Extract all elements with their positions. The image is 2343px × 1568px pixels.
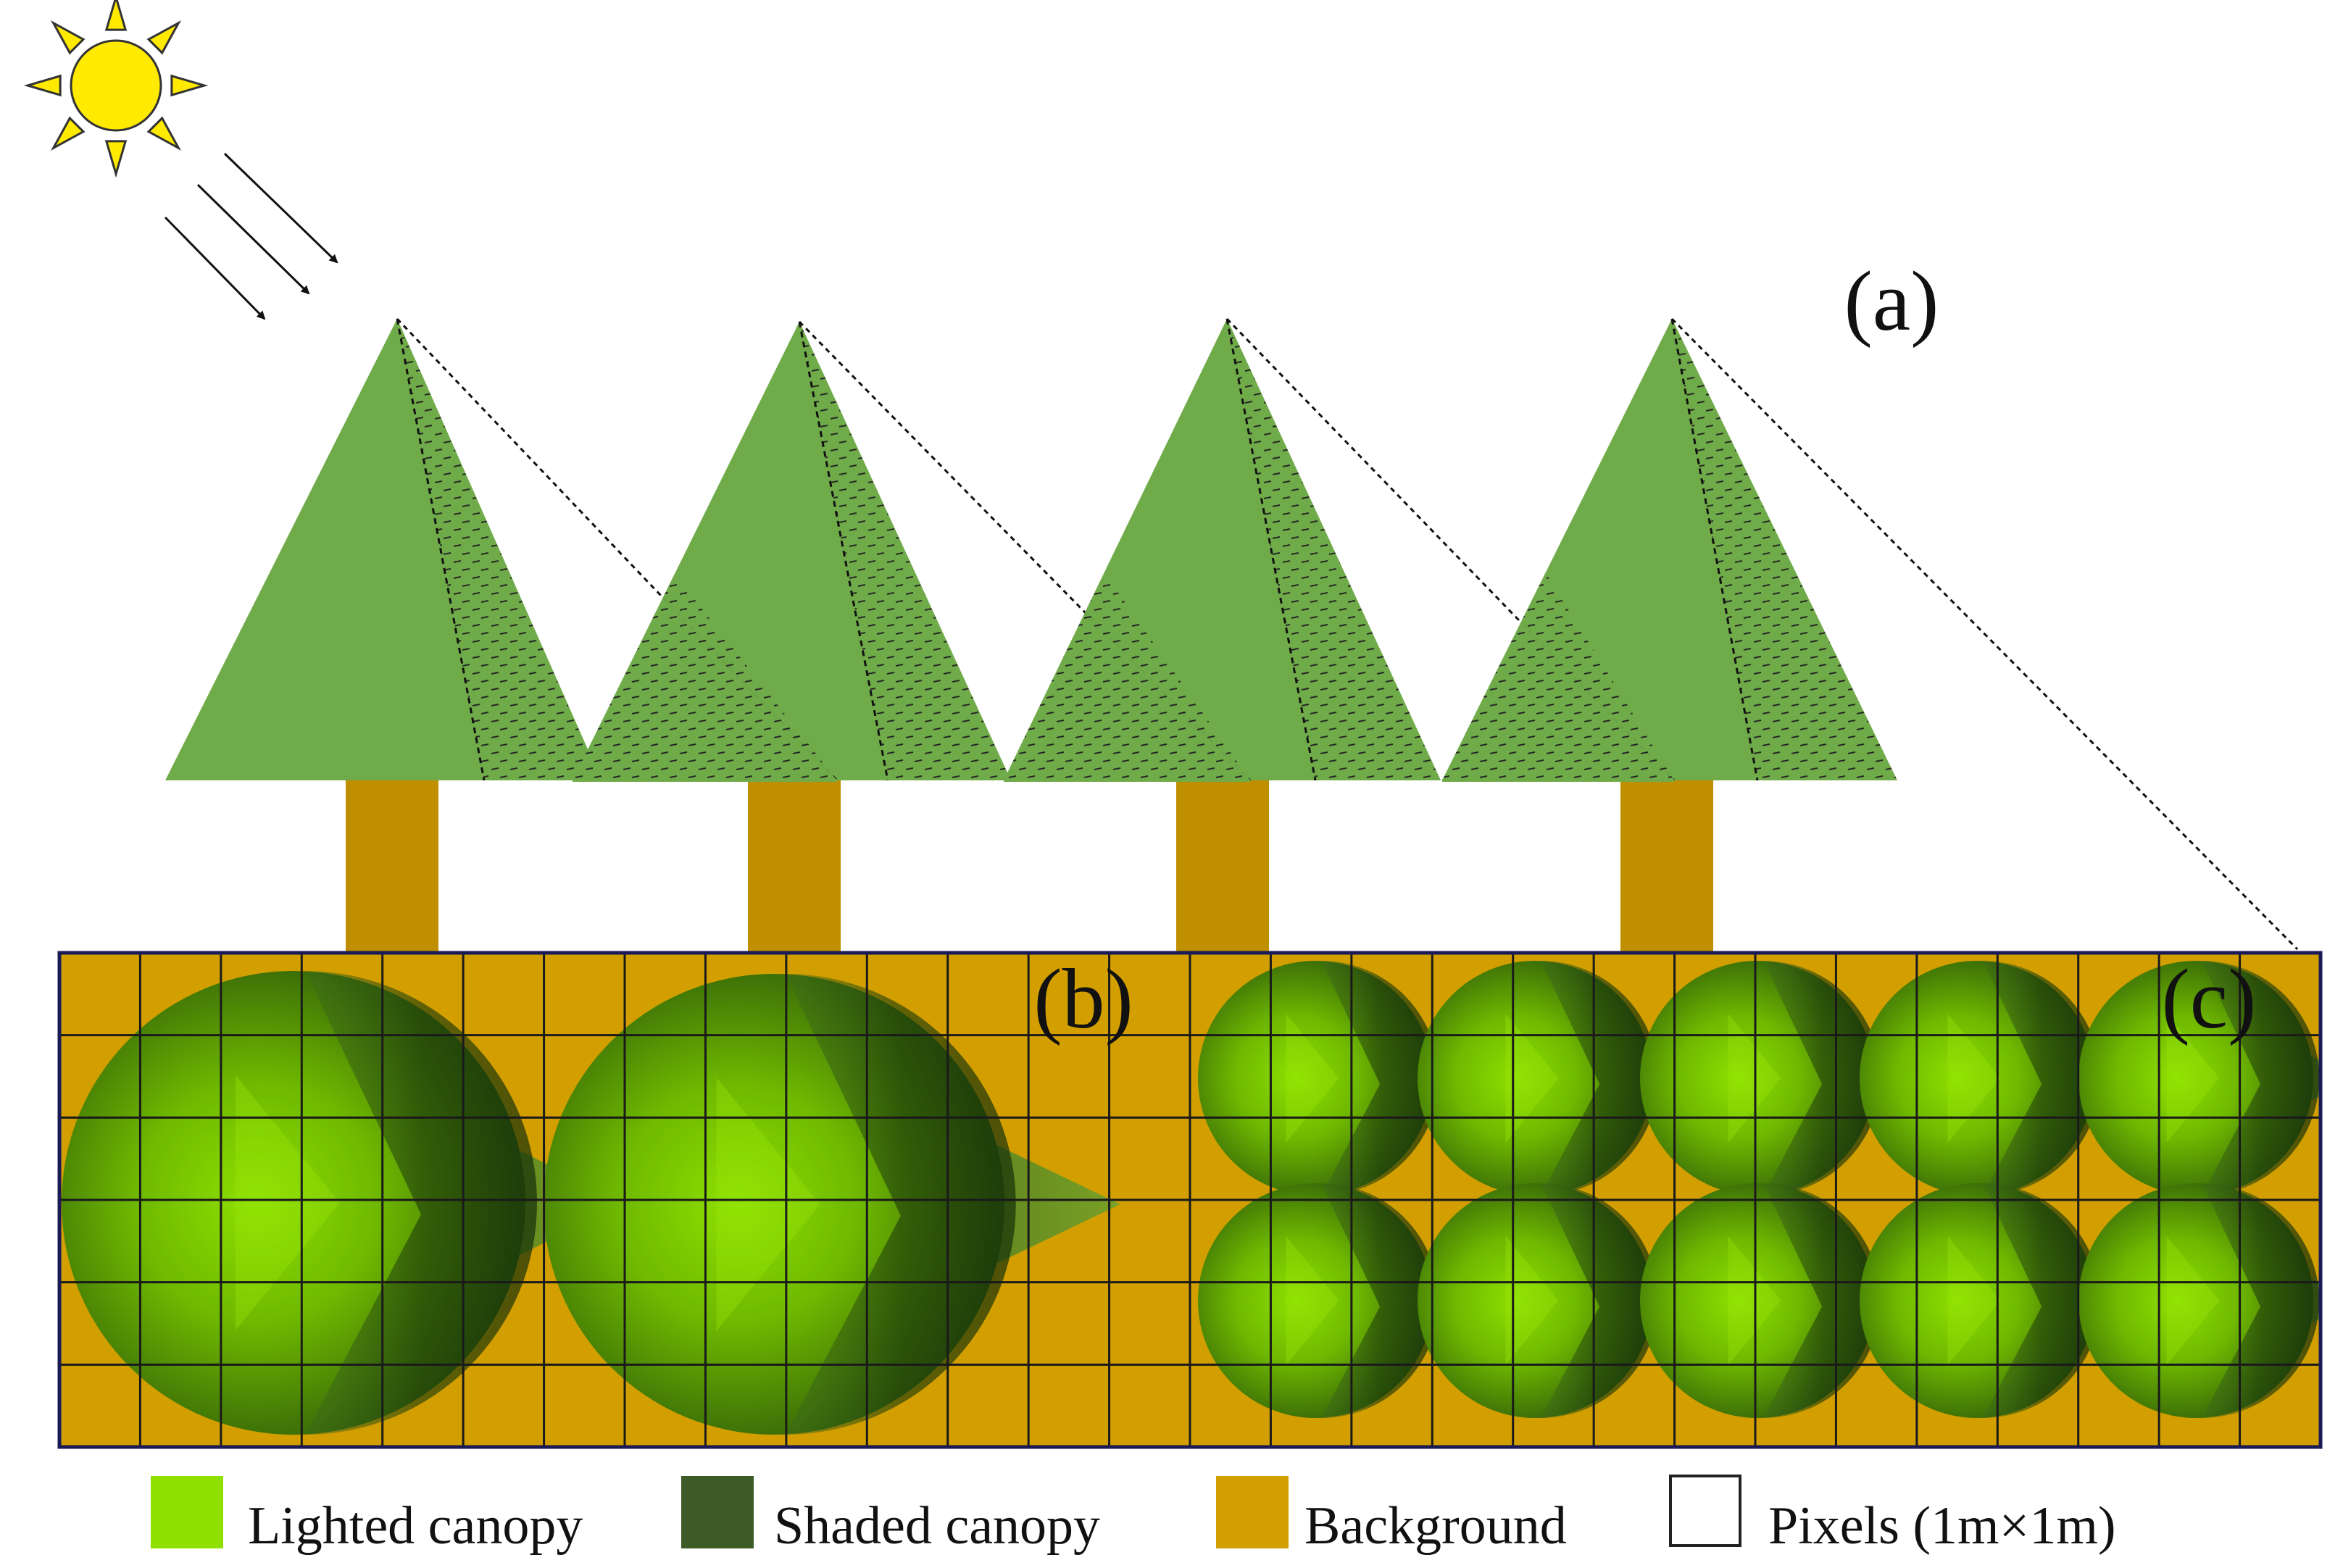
- shadow-boundary-line: [798, 321, 889, 781]
- sunlight-arrow-icon: [223, 152, 338, 264]
- legend-swatch-lighted: [151, 1476, 223, 1548]
- sun-ray: [170, 74, 209, 97]
- sunlight-arrows: [164, 152, 338, 320]
- crown-shaded-sector: [1541, 1183, 1659, 1418]
- crown-projections: [62, 961, 2321, 1435]
- crown-lit-wedge: [2166, 1013, 2220, 1143]
- legend-swatch-pixels: [1669, 1475, 1741, 1547]
- panel-c-label: (c): [2162, 951, 2257, 1046]
- sunlight-arrow-icon: [196, 183, 310, 295]
- cast-shadow-line: [1670, 317, 2299, 951]
- crown-lit-wedge: [1947, 1235, 2001, 1366]
- crown-shaded-sector: [1983, 1183, 2101, 1418]
- tree-self-shadow: [1227, 319, 1441, 780]
- crown-c-1-5: [2078, 961, 2321, 1196]
- legend-swatch-shaded: [681, 1476, 754, 1548]
- crown-lit-wedge: [2166, 1235, 2220, 1366]
- tree-trunk: [1176, 780, 1269, 953]
- crown-shaded-sector: [2202, 961, 2320, 1196]
- legend-label-pixels: Pixels (1m×1m): [1768, 1496, 2116, 1556]
- crown-shaded-sector: [305, 971, 537, 1435]
- pixel-grid: [59, 953, 2321, 1447]
- crown-shaded-sector: [785, 974, 1016, 1435]
- crown-lit-wedge: [1947, 1013, 2001, 1143]
- crown-b-2: [544, 974, 1120, 1435]
- sun-ray: [146, 20, 182, 55]
- legend: Lighted canopy Shaded canopy Background …: [151, 1475, 2116, 1556]
- crown-shaded-sector: [1763, 1183, 1881, 1418]
- crown-c-2-4: [1860, 1183, 2134, 1418]
- sun-icon: [23, 0, 209, 178]
- legend-item-pixels: Pixels (1m×1m): [1669, 1475, 2116, 1556]
- cast-shadow-region: [1442, 572, 1674, 780]
- tree-self-shadow: [1672, 319, 1897, 780]
- crown-lit-wedge: [1505, 1235, 1559, 1366]
- tree-self-shadow: [397, 319, 602, 780]
- crown-c-2-5: [2078, 1183, 2321, 1418]
- cast-shadow-region: [1004, 572, 1250, 780]
- sun-rays: [23, 0, 209, 178]
- cast-shadow-line: [1225, 317, 1676, 782]
- sun-ray: [146, 116, 182, 151]
- legend-item-lighted: Lighted canopy: [151, 1476, 583, 1556]
- cast-shadow-line: [798, 320, 1252, 782]
- ground-border: [57, 951, 2323, 1449]
- crown-b-1: [62, 971, 623, 1435]
- sun-ray: [23, 74, 62, 97]
- ground-panels: [57, 951, 2323, 1449]
- crown-lit-wedge: [1505, 1013, 1559, 1143]
- panel-b-label: (b): [1033, 951, 1133, 1046]
- legend-swatch-background: [1216, 1476, 1289, 1548]
- legend-label-background: Background: [1304, 1496, 1567, 1556]
- crown-shaded-sector: [1983, 961, 2101, 1196]
- legend-item-background: Background: [1216, 1476, 1567, 1556]
- crown-shaded-sector: [2202, 1183, 2320, 1418]
- tree-self-shadow: [799, 322, 1011, 780]
- crown-lit-wedge: [1286, 1013, 1339, 1143]
- sun-ray: [50, 116, 86, 151]
- legend-label-lighted: Lighted canopy: [248, 1496, 583, 1556]
- tree-trunk: [1620, 780, 1713, 953]
- crown-lit-wedge: [716, 1077, 820, 1331]
- sun-disc: [70, 39, 162, 132]
- cast-shadow-region: [573, 574, 837, 780]
- crown-lit-wedge: [1286, 1235, 1339, 1366]
- legend-item-shaded: Shaded canopy: [681, 1476, 1100, 1556]
- crown-lit-wedge: [236, 1075, 340, 1330]
- sunlight-arrow-icon: [164, 216, 266, 320]
- sun-ray: [104, 140, 128, 178]
- crown-shaded-sector: [1541, 961, 1659, 1196]
- crown-shaded-sector: [1763, 961, 1881, 1196]
- tree: [165, 318, 602, 781]
- shadow-boundary-line: [1225, 318, 1317, 781]
- legend-label-shaded: Shaded canopy: [774, 1496, 1100, 1556]
- shadow-boundary-line: [1670, 318, 1759, 781]
- shadow-boundary-line: [396, 318, 486, 781]
- sun-ray: [104, 0, 128, 31]
- panel-a-label: (a): [1844, 254, 1939, 349]
- panel-a-trees: [165, 317, 2299, 953]
- sun-ray: [50, 20, 86, 55]
- tree-trunk: [346, 780, 438, 953]
- tree-trunk: [748, 780, 841, 953]
